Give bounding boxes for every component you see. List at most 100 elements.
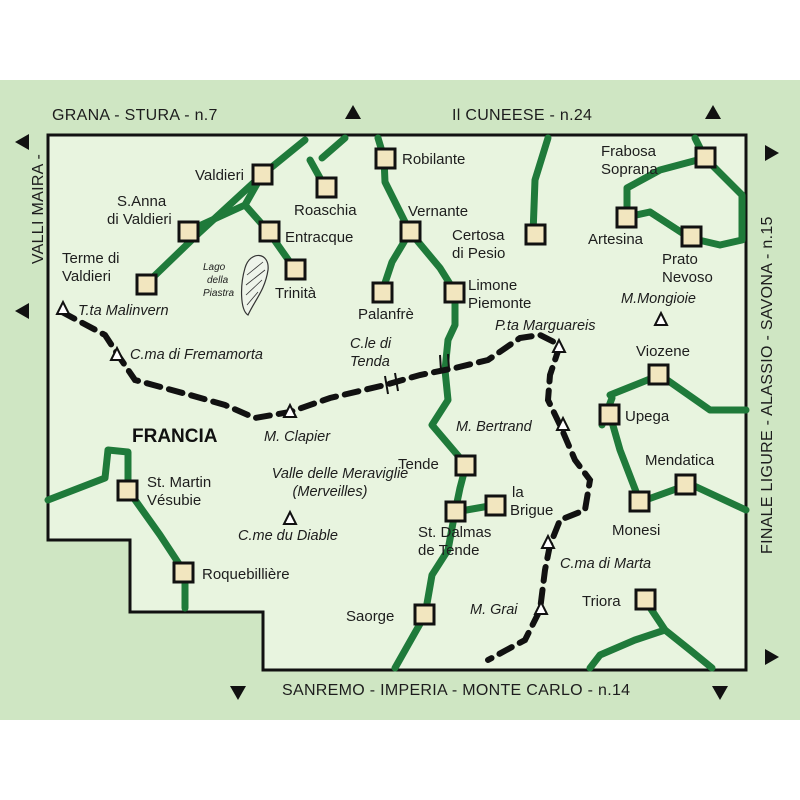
lake-label-line[interactable]: Lago [203,262,226,273]
pass-label-line[interactable]: Tenda [350,354,390,370]
arrow-up-right-icon[interactable] [705,105,721,119]
town-label[interactable]: Viozene [636,343,690,360]
peak-label[interactable]: T.ta Malinvern [78,303,169,319]
peak-markers [55,299,669,615]
peak-icon [282,402,298,418]
peak-icon [551,337,567,353]
edge-label-bottom[interactable]: SANREMO - IMPERIA - MONTE CARLO - n.14 [282,682,631,699]
arrow-right-top-icon[interactable] [765,145,779,161]
town-icon [444,500,467,523]
town-icon [399,220,422,243]
arrow-up-left-icon[interactable] [345,105,361,119]
town-label[interactable]: St. Martin [147,474,211,491]
lake-label: Lago della Piastra [203,262,235,299]
town-label[interactable]: Triora [582,593,621,610]
arrow-down-right-icon[interactable] [712,686,728,700]
town-label[interactable]: Upega [625,408,670,425]
town-label[interactable]: Monesi [612,522,660,539]
peak-labels: T.ta Malinvern C.ma di Fremamorta M. Cla… [78,291,696,618]
peak-icon [282,509,298,525]
town-icon [374,147,397,170]
peak-icon [533,599,549,615]
town-label[interactable]: Frabosa [601,143,657,160]
edge-label-top-right[interactable]: Il CUNEESE - n.24 [452,107,593,124]
town-label[interactable]: Trinità [275,285,317,302]
town-label[interactable]: Certosa [452,227,505,244]
town-label[interactable]: Limone [468,277,517,294]
border-line [59,309,594,663]
road [529,134,552,238]
town-label[interactable]: Artesina [588,231,644,248]
town-label[interactable]: Piemonte [468,295,531,312]
town-label[interactable]: Roquebillière [202,566,290,583]
arrow-right-bottom-icon[interactable] [765,649,779,665]
arrow-left-bottom-icon[interactable] [15,303,29,319]
town-label[interactable]: Vésubie [147,492,201,509]
town-label[interactable]: Entracque [285,229,353,246]
town-label[interactable]: di Valdieri [107,211,172,228]
town-label[interactable]: Terme di [62,250,120,267]
town-icon [251,163,274,186]
town-icon [177,220,200,243]
town-icon [172,561,195,584]
pass-label-line[interactable]: C.le di [350,336,392,352]
peak-icon [555,415,571,431]
pass-label: C.le di Tenda [350,336,392,370]
town-label[interactable]: Vernante [408,203,468,220]
town-icon [694,146,717,169]
lake-label-line[interactable]: della [207,275,229,286]
town-label[interactable]: Valdieri [62,268,111,285]
town-label[interactable]: Tende [398,456,439,473]
lake-label-line[interactable]: Piastra [203,288,235,299]
town-label[interactable]: Brigue [510,502,553,519]
town-label[interactable]: Roaschia [294,202,357,219]
town-icon [443,281,466,304]
peak-icon [540,533,556,549]
road [606,371,750,414]
town-icon [598,403,621,426]
peak-label[interactable]: C.ma di Marta [560,556,651,572]
peak-icon [653,310,669,326]
town-icon [615,206,638,229]
arrow-left-top-icon[interactable] [15,134,29,150]
pass-marker [384,353,450,395]
country-label[interactable]: FRANCIA [132,426,218,447]
edge-label-top-left[interactable]: GRANA - STURA - n.7 [52,107,218,124]
town-label[interactable]: di Pesio [452,245,505,262]
town-label[interactable]: Palanfrè [358,306,414,323]
arrow-down-left-icon[interactable] [230,686,246,700]
town-icon [413,603,436,626]
peak-label[interactable]: P.ta Marguareis [495,318,595,334]
town-label[interactable]: Nevoso [662,269,713,286]
town-icon [628,490,651,513]
town-label[interactable]: Saorge [346,608,394,625]
peak-label[interactable]: M.Mongioie [621,291,696,307]
town-label[interactable]: de Tende [418,542,479,559]
peak-label[interactable]: M. Bertrand [456,419,533,435]
town-label[interactable]: Valdieri [195,167,244,184]
town-label[interactable]: Prato [662,251,698,268]
road [586,626,669,672]
town-label[interactable]: S.Anna [117,193,167,210]
valley-label-line[interactable]: Valle delle Meraviglie [272,466,408,482]
town-icon [116,479,139,502]
valley-label-line[interactable]: (Merveilles) [293,484,368,500]
peak-label[interactable]: M. Grai [470,602,518,618]
town-icon [634,588,657,611]
peak-label[interactable]: M. Clapier [264,429,331,445]
town-label[interactable]: Robilante [402,151,465,168]
road [318,134,349,162]
peak-label[interactable]: C.ma di Fremamorta [130,347,263,363]
valley-label: Valle delle Meraviglie (Merveilles) [272,466,408,500]
road [184,201,298,272]
town-label[interactable]: Soprana [601,161,658,178]
road [141,136,309,289]
town-icon [484,494,507,517]
town-label[interactable]: St. Dalmas [418,524,491,541]
town-label[interactable]: Mendatica [645,452,715,469]
peak-label[interactable]: C.me du Diable [238,528,338,544]
town-labels: Robilante Valdieri Roaschia S.Anna di Va… [62,143,715,625]
town-label[interactable]: la [512,484,524,501]
town-icon [284,258,307,281]
